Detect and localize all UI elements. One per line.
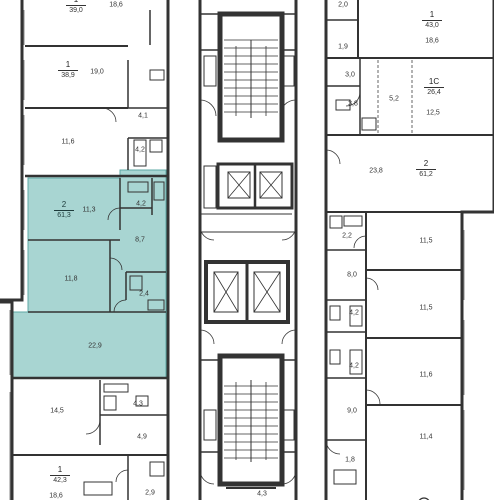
apartment-area: 61,2 xyxy=(419,171,433,178)
room-area-label: 2,2 xyxy=(342,232,352,240)
label-underline xyxy=(424,87,444,88)
label-underline xyxy=(416,169,436,170)
room-area-label: 8,0 xyxy=(347,271,357,279)
room-area-label: 2,9 xyxy=(145,489,155,497)
apartment-label: 1 42,3 xyxy=(50,466,70,484)
room-area-label: 11,5 xyxy=(419,237,433,245)
room-area-label: 14,5 xyxy=(50,407,64,415)
label-underline xyxy=(50,475,70,476)
room-area-label: 9,0 xyxy=(347,407,357,415)
room-area-label: 2,4 xyxy=(139,290,149,298)
room-area-label: 5,2 xyxy=(389,95,399,103)
room-area-label: 18,6 xyxy=(109,1,123,9)
top-stairwell xyxy=(217,11,285,143)
room-area-label: 19,0 xyxy=(90,68,104,76)
apartment-number: 1 xyxy=(66,0,86,4)
right-exterior-wall xyxy=(460,0,494,500)
apartment-number: 1 xyxy=(57,465,63,474)
room-area-label: 2,0 xyxy=(338,1,348,9)
apartment-number: 1 xyxy=(65,60,71,69)
room-area-label: 11,3 xyxy=(82,206,96,214)
room-area-label: 4,2 xyxy=(136,200,146,208)
room-area-label: 4,9 xyxy=(137,433,147,441)
label-underline xyxy=(66,5,86,6)
apartment-label: 1 38,9 xyxy=(58,61,78,79)
room-area-label: 3,8 xyxy=(348,100,358,108)
apartment-area: 61,3 xyxy=(57,212,71,219)
left-exterior-wall xyxy=(0,0,24,302)
apartment-number: 2 xyxy=(423,159,429,168)
room-area-label: 4,3 xyxy=(133,400,143,408)
room-area-label: 4,3 xyxy=(257,490,267,498)
room-area-label: 4,1 xyxy=(138,112,148,120)
room-area-label: 1,9 xyxy=(338,43,348,51)
apartment-area: 39,0 xyxy=(69,7,83,14)
room-area-label: 23,8 xyxy=(369,167,383,175)
room-area-label: 11,5 xyxy=(419,304,433,312)
apartment-number: 1 xyxy=(429,10,435,19)
elevator-group-1 xyxy=(216,162,294,210)
apartment-label: 1 39,0 xyxy=(66,0,86,14)
room-area-label: 4,2 xyxy=(135,146,145,154)
room-area-label: 8,7 xyxy=(135,236,145,244)
label-underline xyxy=(54,210,74,211)
room-area-label: 11,8 xyxy=(64,275,78,283)
apartment-label: 2 61,2 xyxy=(416,160,436,178)
room-area-label: 3,0 xyxy=(345,71,355,79)
apartment-area: 42,3 xyxy=(53,477,67,484)
apartment-area: 43,0 xyxy=(425,22,439,29)
room-area-label: 4,2 xyxy=(349,309,359,317)
apartment-area: 38,9 xyxy=(61,72,75,79)
room-area-label: 11,4 xyxy=(419,433,433,441)
apartment-label: 1 43,0 xyxy=(422,11,442,29)
room-area-label: 18,6 xyxy=(425,37,439,45)
apartment-area: 26,4 xyxy=(427,89,441,96)
room-area-label: 12,5 xyxy=(426,109,440,117)
apartment-label: 1С 26,4 xyxy=(424,78,444,96)
apartment-label-highlighted: 2 61,3 xyxy=(54,201,74,219)
label-underline xyxy=(422,20,442,21)
room-area-label: 11,6 xyxy=(419,371,433,379)
room-area-label: 11,6 xyxy=(61,138,75,146)
label-underline xyxy=(58,70,78,71)
room-area-label: 18,6 xyxy=(49,492,63,500)
apartment-number: 2 xyxy=(61,200,67,209)
apartment-number: 1С xyxy=(428,77,440,86)
room-area-label: 4,2 xyxy=(349,362,359,370)
elevator-group-2 xyxy=(204,260,290,324)
room-area-label: 22,9 xyxy=(88,342,102,350)
room-area-label: 1,8 xyxy=(345,456,355,464)
